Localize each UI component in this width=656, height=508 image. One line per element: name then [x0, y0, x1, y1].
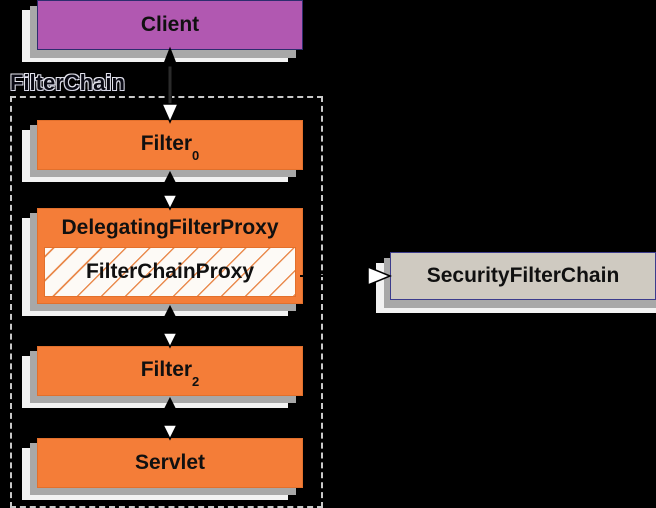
- node-servlet[interactable]: Servlet: [37, 438, 303, 488]
- node-filter-chain-proxy-label: FilterChainProxy: [85, 260, 255, 283]
- edge-client-filter0: [160, 46, 180, 124]
- node-filter0-label: Filter0: [140, 131, 200, 164]
- node-filter2-label: Filter2: [140, 357, 200, 390]
- node-filter0[interactable]: Filter0: [37, 120, 303, 170]
- node-filter2[interactable]: Filter2: [37, 346, 303, 396]
- node-security-filter-chain[interactable]: SecurityFilterChain: [390, 252, 656, 300]
- node-delegating-filter-proxy[interactable]: DelegatingFilterProxy FilterChainProxy: [37, 208, 303, 304]
- node-servlet-label: Servlet: [134, 451, 206, 474]
- node-client[interactable]: Client: [37, 0, 303, 50]
- filterchain-group-label: FilterChain: [10, 70, 125, 95]
- node-filter0-subscript: 0: [192, 148, 200, 164]
- edge-filter2-servlet: [161, 396, 179, 441]
- node-security-filter-chain-label: SecurityFilterChain: [426, 264, 620, 287]
- filterchain-group-box: [10, 96, 323, 508]
- node-filter2-subscript: 2: [192, 374, 200, 390]
- node-client-label: Client: [140, 13, 200, 36]
- edge-filter0-dfp: [161, 170, 179, 211]
- node-delegating-filter-proxy-label: DelegatingFilterProxy: [61, 216, 279, 239]
- edge-fcp-security-filter-chain: [300, 265, 392, 287]
- edge-dfp-filter2: [161, 304, 179, 349]
- node-filter-chain-proxy[interactable]: FilterChainProxy: [44, 247, 296, 297]
